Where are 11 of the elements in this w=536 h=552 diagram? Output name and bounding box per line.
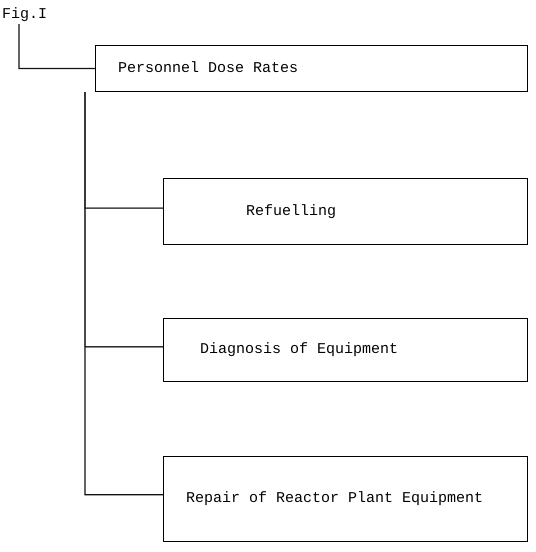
box-label: Repair of Reactor Plant Equipment xyxy=(186,489,484,510)
box-label: Personnel Dose Rates xyxy=(118,58,298,79)
process-box xyxy=(163,318,528,382)
figure-label: Fig.I xyxy=(2,6,48,23)
connector-line xyxy=(84,92,163,496)
connector-line xyxy=(18,24,95,70)
box-label: Refuelling xyxy=(246,202,336,222)
process-box xyxy=(163,456,528,542)
process-box xyxy=(163,178,528,245)
process-box xyxy=(95,45,528,92)
box-label: Diagnosis of Equipment xyxy=(200,340,398,360)
